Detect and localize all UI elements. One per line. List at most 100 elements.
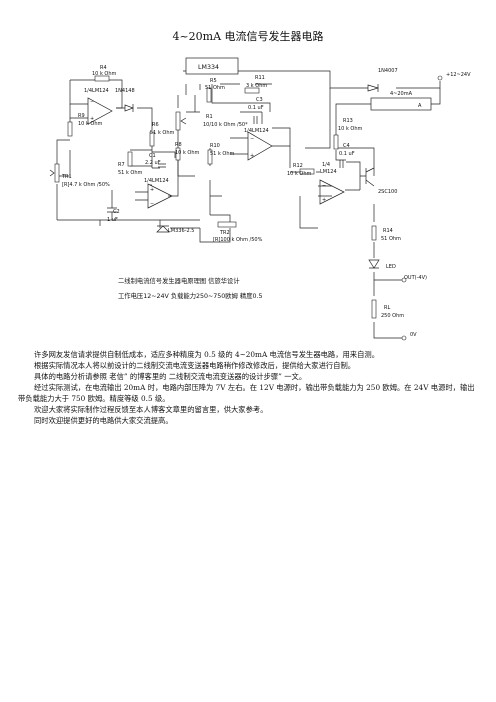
d-1n4007: 1N4007 [367, 68, 398, 92]
opamp-u3: − + 1/4 LM124 [319, 162, 345, 205]
c3: C3 0.1 uF [248, 97, 264, 124]
svg-text:2SC100: 2SC100 [378, 189, 397, 195]
ammeter: 4~20mA A [370, 91, 432, 111]
page-title: 4~20mA 电流信号发生器电路 [172, 30, 324, 43]
r5: R5 51 Ohm [205, 78, 225, 103]
svg-text:+: + [250, 153, 254, 159]
svg-text:1/4LM124: 1/4LM124 [244, 128, 269, 134]
svg-text:RL: RL [384, 305, 390, 311]
svg-text:TR2: TR2 [219, 230, 230, 236]
svg-text:0.1 uF: 0.1 uF [248, 105, 264, 111]
svg-text:R11: R11 [255, 75, 265, 81]
svg-text:2.2 uF: 2.2 uF [145, 160, 161, 166]
svg-text:1N4007: 1N4007 [378, 68, 398, 74]
output-terminal: OUT(-4V) [401, 275, 427, 283]
r4: R4 10 k Ohm [92, 65, 117, 82]
paragraph-6: 同时欢迎提供更好的电路供大家交流提高。 [34, 416, 173, 425]
svg-text:[R]4.7 k Ohm /50%: [R]4.7 k Ohm /50% [62, 182, 110, 188]
svg-text:LED: LED [386, 264, 396, 270]
svg-text:R6: R6 [152, 122, 159, 128]
svg-text:OUT(-4V): OUT(-4V) [404, 275, 427, 281]
svg-text:R4: R4 [100, 65, 107, 71]
svg-text:0V: 0V [410, 332, 417, 338]
svg-text:C4: C4 [343, 143, 350, 149]
paragraph-1: 许多网友发信请求提供自制低成本，适应多种精度为 0.5 级的 4~20mA 电流… [34, 350, 379, 359]
c4: C4 0.1 uF [339, 143, 355, 168]
svg-text:R13: R13 [343, 118, 353, 124]
svg-text:1/4LM124: 1/4LM124 [144, 178, 169, 184]
svg-text:51 Ohm: 51 Ohm [205, 85, 225, 91]
paragraph-2: 根据实际情况本人将以前设计的二线制交流电流变送器电路稍作修改修改后，提供给大家进… [34, 361, 356, 370]
svg-text:TR1: TR1 [61, 174, 72, 180]
svg-text:10 k Ohm: 10 k Ohm [78, 121, 103, 127]
svg-text:1/4LM124: 1/4LM124 [84, 88, 109, 94]
svg-text:+: + [150, 187, 154, 193]
svg-text:−: − [90, 99, 94, 105]
svg-text:+: + [322, 197, 326, 203]
supply-terminal: +12~24V [437, 72, 471, 81]
svg-text:10 k Ohm: 10 k Ohm [92, 71, 117, 77]
svg-text:0.1 uF: 0.1 uF [339, 151, 355, 157]
svg-text:250 Ohm: 250 Ohm [381, 313, 404, 319]
r6: R6 51 k Ohm [149, 122, 175, 147]
svg-text:C2: C2 [113, 209, 120, 215]
svg-text:10/10 k Ohm /50*: 10/10 k Ohm /50* [203, 122, 248, 128]
svg-text:−: − [322, 183, 326, 189]
c1: C1 2.2 uF [145, 153, 166, 168]
schematic-wires [56, 70, 441, 339]
opamp-u2: + − 1/4LM124 [144, 178, 173, 209]
svg-text:1N4148: 1N4148 [115, 88, 135, 94]
svg-text:R7: R7 [118, 162, 125, 168]
svg-text:51 k Ohm: 51 k Ohm [118, 170, 143, 176]
c2: C2 1 uF [107, 207, 120, 223]
paragraph-4: 经过实际测试，在电流输出 20mA 时，电路内部压降为 7V 左右。在 12V … [18, 383, 475, 403]
opamp-u4: − + 1/4LM124 [244, 128, 273, 161]
svg-text:R12: R12 [293, 163, 303, 169]
r11: R11 3 k Ohm [244, 75, 267, 94]
svg-text:10 k Ohm: 10 k Ohm [287, 171, 312, 177]
svg-text:R5: R5 [210, 78, 217, 84]
lm334: LM334 [185, 57, 239, 75]
description-text: 许多网友发信请求提供自制低成本，适应多种精度为 0.5 级的 4~20mA 电流… [18, 349, 480, 426]
paragraph-3: 具体的电路分析请参照 老信” 的博客里的 二线制交流电流变送器的设计步骤” 一文… [34, 372, 307, 381]
svg-text:4~20mA: 4~20mA [390, 91, 413, 97]
svg-text:R10: R10 [210, 143, 220, 149]
svg-text:LM124: LM124 [320, 169, 337, 175]
r14: R14 51 Ohm [371, 225, 401, 242]
rl: RL 250 Ohm [371, 299, 404, 319]
svg-text:3 k Ohm: 3 k Ohm [246, 83, 267, 89]
opamp-u1: − + 1/4LM124 [84, 88, 113, 125]
svg-text:LM336-2.5: LM336-2.5 [168, 228, 194, 234]
svg-text:1 uF: 1 uF [107, 217, 118, 223]
d-1n4148: 1N4148 [115, 88, 135, 112]
svg-text:+12~24V: +12~24V [446, 72, 471, 78]
lm336: LM336-2.5 [156, 225, 194, 234]
tr2-pot: TR2 [R]100 k Ohm /50% [213, 221, 263, 243]
svg-text:10 k Ohm: 10 k Ohm [175, 150, 200, 156]
svg-text:−: − [250, 136, 254, 142]
svg-text:10 k Ohm: 10 k Ohm [338, 126, 363, 132]
svg-text:R9: R9 [78, 113, 85, 119]
r7: R7 51 k Ohm [118, 151, 143, 176]
r1-pot: R1 10/10 k Ohm /50* [175, 111, 248, 131]
r10: R10 51 k Ohm [207, 143, 235, 165]
paragraph-5: 欢迎大家将实际制作过程反馈至本人博客文章里的留言里，供大家参考。 [34, 405, 268, 414]
r13: R13 10 k Ohm [333, 118, 363, 150]
svg-text:−: − [150, 201, 154, 207]
svg-text:C3: C3 [256, 97, 263, 103]
svg-text:R8: R8 [175, 142, 182, 148]
svg-text:51 k Ohm: 51 k Ohm [210, 151, 235, 157]
svg-text:[R]100 k Ohm /50%: [R]100 k Ohm /50% [213, 237, 263, 243]
led: LED [368, 259, 396, 270]
svg-text:R14: R14 [383, 228, 393, 234]
transistor-q1: 2SC100 [365, 167, 397, 195]
svg-text:1/4: 1/4 [322, 162, 330, 168]
r8: R8 10 k Ohm [175, 142, 200, 161]
svg-text:+: + [90, 116, 94, 122]
ground-terminal: 0V [401, 332, 417, 341]
schematic-caption-line2: 工作电压12~24V 负载能力250~750欧姆 精度0.5 [118, 291, 263, 300]
svg-text:C1: C1 [149, 153, 156, 159]
svg-text:51 Ohm: 51 Ohm [381, 236, 401, 242]
svg-text:A: A [418, 103, 422, 109]
